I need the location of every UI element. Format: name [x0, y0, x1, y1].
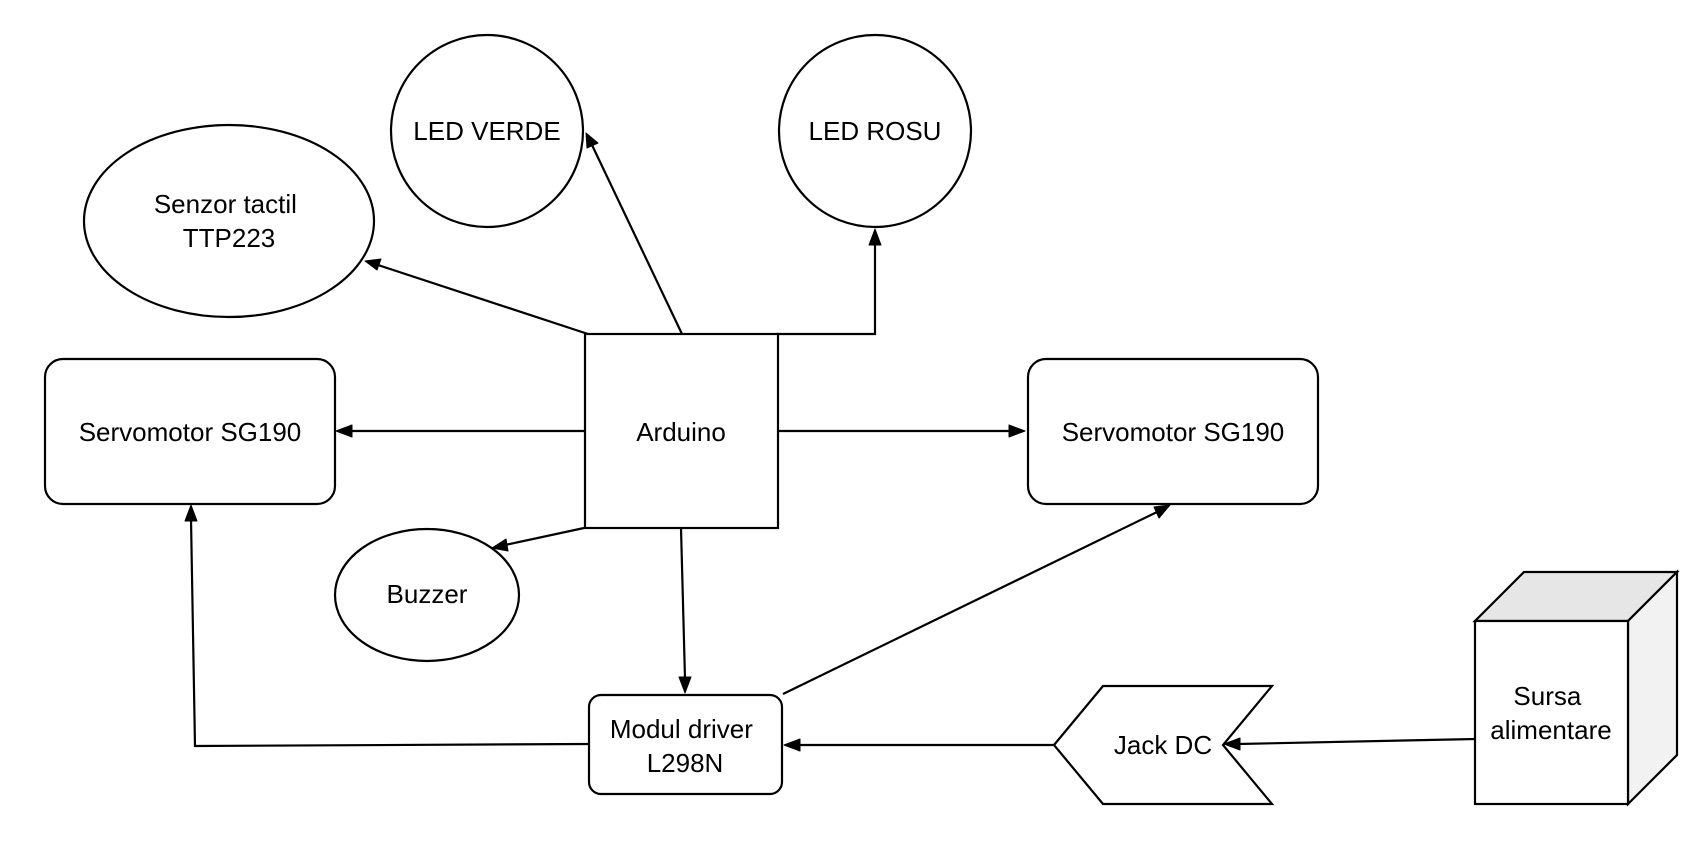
node-sursa-alimentare: Sursa alimentare	[1472, 569, 1680, 807]
node-led-verde: LED VERDE	[389, 33, 585, 229]
edge-arduino-senzor	[364, 258, 589, 336]
node-jack-dc-label: Jack DC	[1114, 730, 1212, 760]
edge-arduino-servo-left	[335, 424, 584, 438]
node-sursa-alimentare-label: Sursa alimentare	[1490, 681, 1611, 745]
node-led-rosu: LED ROSU	[777, 33, 973, 229]
edge-driver-servo-right	[782, 504, 1171, 695]
edge-sursa-jack	[1223, 737, 1477, 751]
node-arduino-label: Arduino	[636, 417, 726, 447]
node-servomotor-left-label: Servomotor SG190	[79, 417, 302, 447]
edge-jack-driver	[783, 738, 1054, 752]
node-servomotor-right: Servomotor SG190	[1026, 357, 1320, 506]
node-senzor-tactil-label: Senzor tactil TTP223	[154, 189, 304, 253]
node-modul-driver: Modul driver L298N	[587, 693, 784, 796]
edge-driver-servo-left	[184, 504, 589, 748]
node-jack-dc: Jack DC	[1052, 684, 1275, 806]
edge-arduino-led-verde	[585, 132, 683, 335]
node-servomotor-right-label: Servomotor SG190	[1062, 417, 1285, 447]
edge-arduino-led-rosu	[776, 228, 882, 336]
node-buzzer-label: Buzzer	[387, 579, 468, 609]
node-modul-driver-label: Modul driver L298N	[610, 714, 760, 778]
edge-arduino-buzzer	[491, 526, 585, 552]
node-arduino: Arduino	[583, 332, 780, 530]
node-servomotor-left: Servomotor SG190	[43, 357, 337, 506]
edge-arduino-driver	[678, 527, 692, 694]
node-led-verde-label: LED VERDE	[413, 116, 560, 146]
edge-arduino-servo-right	[778, 424, 1026, 438]
node-led-rosu-label: LED ROSU	[809, 116, 942, 146]
node-buzzer: Buzzer	[333, 527, 521, 663]
node-senzor-tactil: Senzor tactil TTP223	[82, 123, 376, 319]
